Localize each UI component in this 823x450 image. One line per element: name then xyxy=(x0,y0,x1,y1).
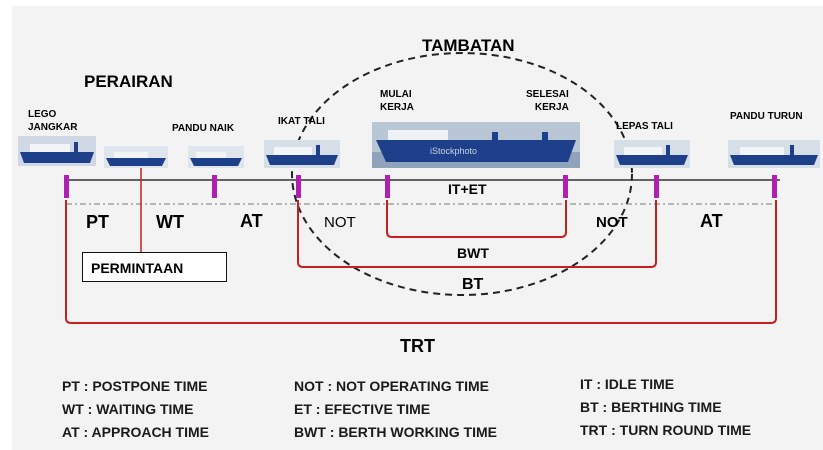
legend-at: AT : APPROACH TIME xyxy=(62,424,209,440)
marker-selesai-kerja xyxy=(563,175,568,198)
marker-lego-jangkar xyxy=(64,175,69,198)
label-lepas-tali: LEPAS TALI xyxy=(616,121,673,132)
marker-pandu-naik xyxy=(212,175,217,198)
segment-not-1: NOT xyxy=(324,214,356,231)
ship-icon xyxy=(188,146,244,168)
photo-watermark: iStockphoto xyxy=(430,146,477,156)
bwt-bracket xyxy=(386,200,567,238)
legend-et: ET : EFECTIVE TIME xyxy=(294,401,431,417)
legend-pt: PT : POSTPONE TIME xyxy=(62,378,208,394)
label-selesai-kerja: SELESAI KERJA xyxy=(526,89,569,113)
segment-at-2: AT xyxy=(700,211,723,231)
segment-pt: PT xyxy=(86,212,110,232)
legend-wt: WT : WAITING TIME xyxy=(62,401,194,417)
berth-area-ellipse xyxy=(291,52,633,296)
label-pandu-turun: PANDU TURUN xyxy=(730,111,803,122)
bt-bracket xyxy=(297,200,657,268)
marker-pandu-turun xyxy=(772,175,777,198)
legend-not: NOT : NOT OPERATING TIME xyxy=(294,378,489,394)
ship-icon xyxy=(728,140,820,168)
marker-lepas-tali xyxy=(654,175,659,198)
legend-trt: TRT : TURN ROUND TIME xyxy=(580,422,752,438)
request-label: PERMINTAAN xyxy=(91,260,184,276)
ship-icon xyxy=(264,140,340,168)
large-ship-photo: iStockphoto xyxy=(372,122,580,168)
marker-ikat-tali xyxy=(296,175,301,198)
label-lego-jangkar: LEGO JANGKAR xyxy=(28,109,78,133)
legend-it: IT : IDLE TIME xyxy=(580,376,675,392)
ship-icon xyxy=(18,136,96,166)
span-bwt: BWT xyxy=(457,245,489,261)
ship-icon xyxy=(104,146,168,168)
legend-bt: BT : BERTHING TIME xyxy=(580,399,722,415)
label-ikat-tali: IKAT TALI xyxy=(278,116,325,127)
trt-bracket xyxy=(65,200,777,324)
segment-not-2: NOT xyxy=(596,214,628,231)
segment-at-1: AT xyxy=(240,211,263,231)
label-mulai-kerja: MULAI KERJA xyxy=(380,89,414,113)
marker-mulai-kerja xyxy=(385,175,390,198)
ship-icon xyxy=(614,140,690,168)
span-trt: TRT xyxy=(400,336,435,356)
diagram-panel xyxy=(12,6,823,450)
legend-bwt: BWT : BERTH WORKING TIME xyxy=(294,424,497,440)
label-pandu-naik: PANDU NAIK xyxy=(172,123,235,134)
perairan-title: PERAIRAN xyxy=(84,72,173,91)
request-box: PERMINTAAN xyxy=(82,252,227,282)
segment-wt: WT xyxy=(156,212,184,232)
span-bt: BT xyxy=(462,276,484,293)
segment-it-et: IT+ET xyxy=(448,181,487,197)
tambatan-title: TAMBATAN xyxy=(422,36,515,55)
